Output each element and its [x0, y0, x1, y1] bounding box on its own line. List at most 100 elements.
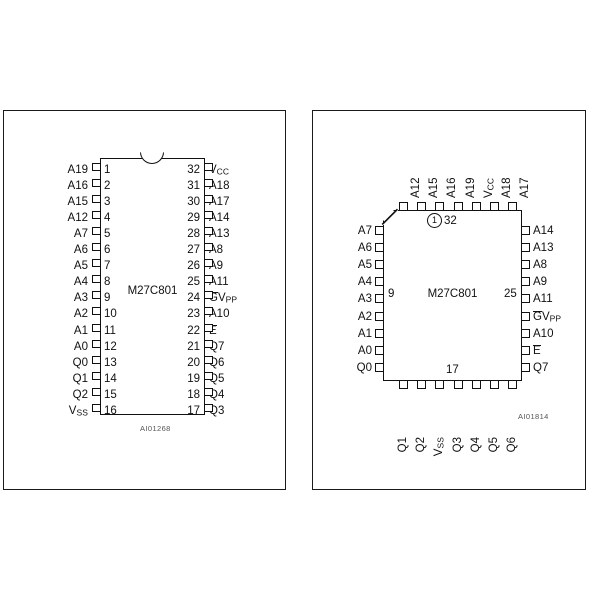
plcc-part-number: M27C801 — [427, 288, 478, 300]
dip-pin-label: A4 — [73, 276, 88, 289]
plcc-pin-lead-left — [375, 243, 383, 253]
plcc-pin-lead-bottom — [435, 381, 445, 389]
dip-pin-label: A11 — [209, 276, 229, 289]
plcc-pin-label-left: A1 — [357, 327, 372, 340]
dip-pin-label: A19 — [67, 164, 88, 176]
plcc-pin-lead-right — [522, 362, 530, 372]
plcc-pin-lead-left — [375, 294, 383, 304]
plcc-pin-label-bottom: Q5 — [488, 437, 500, 453]
dip-pin-number: 30 — [187, 196, 200, 209]
plcc-pin-label-right: A14 — [533, 225, 554, 237]
plcc-pin-label-right: GVPP — [533, 310, 562, 324]
plcc-pin-lead-left — [375, 311, 383, 321]
plcc-pin-lead-right — [522, 345, 530, 355]
plcc-pin-label-left: Q0 — [356, 361, 372, 374]
plcc-pin-lead-right — [522, 260, 530, 270]
dip-pin-lead — [205, 179, 213, 188]
dip-pin-label: A17 — [209, 196, 230, 209]
plcc-pin-lead-right — [522, 294, 530, 304]
plcc-chamfer-corner-icon — [381, 208, 398, 225]
dip-pin-lead — [92, 243, 100, 252]
dip-pin-number: 26 — [187, 260, 200, 273]
plcc-pin-label-left: A5 — [357, 259, 372, 272]
dip-pin-label: A5 — [73, 260, 88, 273]
dip-pin-lead — [92, 307, 100, 316]
plcc-pin-label-bottom: Q1 — [397, 437, 409, 453]
plcc-pin-label-right: A13 — [533, 242, 554, 255]
plcc-pin-lead-bottom — [471, 381, 481, 389]
dip-pin-lead — [92, 179, 100, 188]
dip-pin-number: 5 — [104, 228, 111, 241]
dip-pin-number: 23 — [187, 308, 200, 321]
dip-pin-number: 16 — [104, 404, 117, 417]
dip-pin-number: 6 — [104, 244, 111, 257]
dip-pin-number: 25 — [187, 276, 200, 289]
dip-pin-number: 21 — [187, 340, 200, 353]
plcc-corner-number-25: 25 — [504, 288, 517, 300]
dip-pin-number: 17 — [187, 404, 200, 417]
plcc-pin-label-top: A12 — [410, 177, 422, 198]
plcc-pin-lead-right — [522, 277, 530, 287]
dip-pin-number: 31 — [187, 180, 200, 193]
dip-pin-number: 9 — [104, 292, 111, 305]
plcc-pin-lead-bottom — [453, 381, 463, 389]
dip-pin-label: A3 — [73, 292, 88, 305]
dip-pin-lead — [92, 291, 100, 300]
dip-body-outline — [100, 158, 205, 415]
plcc-pin-label-bottom: Q6 — [506, 437, 519, 453]
plcc-pin-lead-left — [375, 260, 383, 270]
plcc-pin-lead-left — [375, 345, 383, 355]
dip-pin-number: 15 — [104, 388, 117, 401]
plcc-pin-label-bottom: VSS — [433, 437, 446, 457]
dip-pin-number: 1 — [104, 164, 111, 176]
plcc-corner-number-9: 9 — [388, 288, 395, 300]
plcc-pin-label-right: A10 — [533, 327, 554, 340]
dip-pin-label: GVPP — [209, 292, 238, 305]
dip-pin-label: A15 — [67, 196, 88, 209]
plcc-pin-label-right: A8 — [533, 259, 548, 272]
plcc-pin-label-bottom: Q4 — [469, 437, 482, 453]
plcc-pin-label-left: A3 — [357, 293, 372, 306]
plcc-pin-label-right: E — [533, 344, 541, 357]
dip-pin-label: A1 — [73, 324, 88, 337]
dip-pin-number: 13 — [104, 356, 117, 369]
dip-pin-lead — [205, 291, 213, 300]
dip-pin-label: Q1 — [72, 372, 88, 385]
dip-pin-number: 27 — [187, 244, 200, 257]
dip-pin-lead — [205, 387, 213, 396]
dip-pin-label: A12 — [67, 212, 88, 225]
dip-pin-number: 11 — [104, 324, 116, 337]
plcc-pin-lead-right — [522, 328, 530, 338]
dip-pin-number: 8 — [104, 276, 111, 289]
dip-pin-number: 18 — [187, 388, 200, 401]
dip-pin-lead — [205, 323, 213, 332]
dip-pin-lead — [205, 403, 213, 412]
dip-pin-label: VSS — [68, 404, 88, 418]
dip-pin-number: 29 — [187, 212, 200, 225]
dip-pin-label: A18 — [209, 180, 230, 193]
plcc-pin-label-top: A18 — [501, 177, 513, 198]
dip-pin-lead — [205, 339, 213, 348]
plcc-pin-lead-top — [471, 202, 481, 210]
dip-pin-label: A6 — [73, 244, 88, 257]
dip-pin-lead — [92, 163, 100, 171]
dip-pin-lead — [205, 371, 213, 380]
plcc-corner-number-32: 32 — [444, 215, 457, 227]
dip-pin-number: 32 — [187, 164, 200, 176]
dip-pin-lead — [205, 195, 213, 204]
dip-pin-number: 14 — [104, 372, 117, 385]
dip-pin-lead — [92, 259, 100, 268]
plcc-pin-label-left: A6 — [357, 242, 372, 255]
plcc-pin-lead-bottom — [399, 381, 408, 389]
dip-pin-lead — [92, 227, 100, 236]
plcc-pin-label-bottom: Q3 — [451, 437, 464, 453]
dip-pin-number: 4 — [104, 212, 111, 225]
plcc-pin-lead-top — [399, 202, 408, 210]
plcc-pin-label-top: A19 — [464, 177, 477, 198]
plcc-pin-label-top: A16 — [446, 177, 459, 198]
dip-pin-lead — [205, 243, 213, 252]
dip-pin-lead — [205, 355, 213, 364]
dip-pin-lead — [92, 387, 100, 396]
dip-pin-number: 10 — [104, 308, 117, 321]
